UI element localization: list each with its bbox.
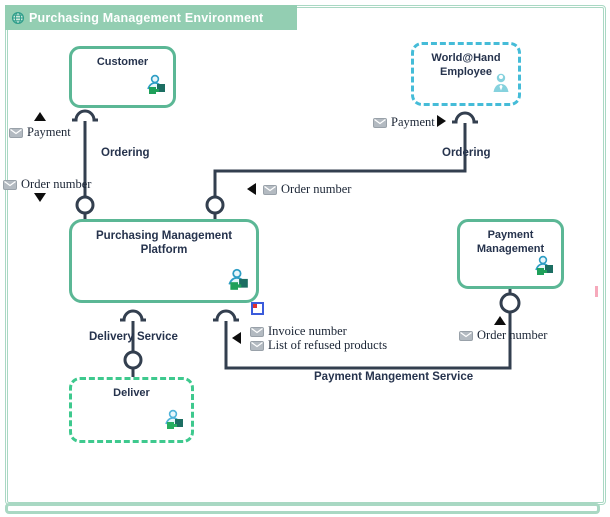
exchange-item-list-of-refused-products: List of refused products bbox=[250, 338, 387, 353]
direction-left-icon bbox=[232, 332, 241, 344]
direction-left-icon bbox=[247, 183, 256, 195]
envelope-icon bbox=[373, 117, 387, 128]
exchange-item-label: Payment bbox=[27, 125, 71, 139]
actor-component-icon bbox=[533, 255, 555, 282]
envelope-icon bbox=[3, 179, 17, 190]
direction-down-icon bbox=[34, 193, 46, 202]
node-payment-management-label: Payment Management bbox=[476, 229, 545, 255]
scroll-position-tick bbox=[595, 286, 598, 297]
actor-component-icon bbox=[226, 268, 250, 296]
envelope-icon bbox=[250, 326, 264, 337]
node-customer-label: Customer bbox=[96, 56, 149, 68]
service-label-delivery-service: Delivery Service bbox=[89, 331, 178, 343]
actor-component-icon bbox=[163, 409, 185, 436]
exchange-item-order-number-right: Order number bbox=[459, 328, 547, 343]
exchange-item-invoice-number: Invoice number bbox=[250, 324, 347, 339]
exchange-item-payment-right: Payment bbox=[373, 115, 435, 130]
envelope-icon bbox=[459, 330, 473, 341]
direction-right-icon bbox=[437, 115, 446, 127]
diagram-title-bar[interactable]: Purchasing Management Environment bbox=[5, 5, 297, 30]
direction-up-icon bbox=[494, 316, 506, 325]
service-label-ordering-left: Ordering bbox=[101, 147, 150, 159]
envelope-icon bbox=[9, 127, 23, 138]
node-deliver-label: Deliver bbox=[113, 387, 150, 399]
actor-component-icon bbox=[145, 74, 167, 101]
node-customer[interactable]: Customer bbox=[69, 46, 176, 108]
service-label-payment-management-service: Payment Mangement Service bbox=[314, 371, 474, 383]
exchange-item-label: Order number bbox=[21, 177, 92, 191]
node-world-hand-employee-label: World@Hand Employee bbox=[431, 52, 501, 78]
diagram-decorator-icon[interactable] bbox=[251, 302, 264, 315]
exchange-item-label: List of refused products bbox=[268, 338, 388, 352]
node-purchasing-management-platform-label: Purchasing Management Platform bbox=[95, 230, 233, 257]
exchange-item-order-number-center: Order number bbox=[263, 182, 351, 197]
node-deliver[interactable]: Deliver bbox=[69, 377, 194, 443]
exchange-item-payment-left: Payment bbox=[9, 125, 71, 140]
exchange-item-label: Order number bbox=[281, 182, 352, 196]
envelope-icon bbox=[263, 184, 277, 195]
node-world-hand-employee[interactable]: World@Hand Employee bbox=[411, 42, 521, 106]
exchange-item-order-number-left: Order number bbox=[3, 177, 91, 192]
collapsed-bottom-panel[interactable] bbox=[5, 503, 600, 514]
exchange-item-label: Order number bbox=[477, 328, 548, 342]
node-purchasing-management-platform[interactable]: Purchasing Management Platform bbox=[69, 219, 259, 303]
exchange-item-label: Payment bbox=[391, 115, 435, 129]
globe-icon bbox=[11, 11, 25, 25]
direction-up-icon bbox=[34, 112, 46, 121]
diagram-title: Purchasing Management Environment bbox=[29, 10, 264, 25]
employee-person-icon bbox=[490, 72, 512, 99]
service-label-ordering-right: Ordering bbox=[442, 147, 491, 159]
exchange-item-label: Invoice number bbox=[268, 324, 347, 338]
node-payment-management[interactable]: Payment Management bbox=[457, 219, 564, 289]
envelope-icon bbox=[250, 340, 264, 351]
